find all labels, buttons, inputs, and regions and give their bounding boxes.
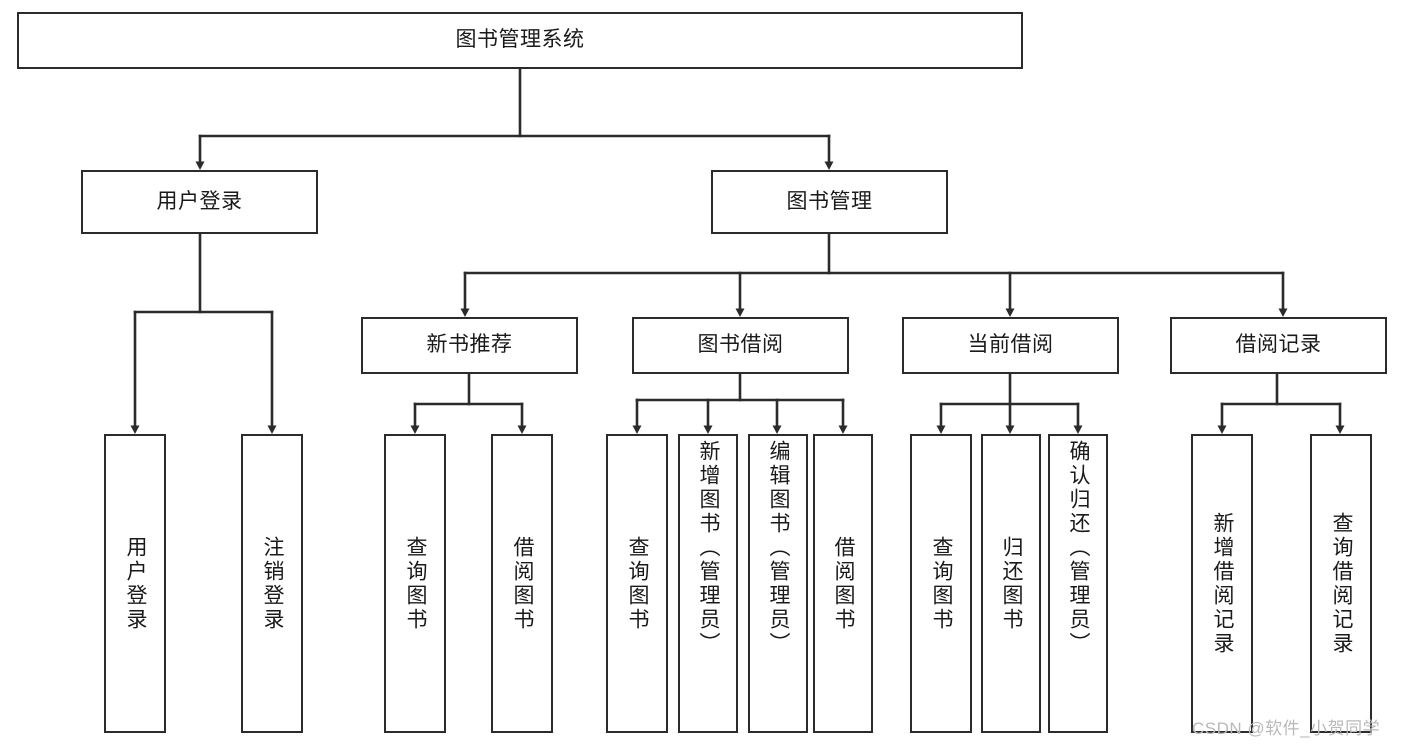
node-label-leaf-edit-book: 编辑图书（管理员）	[767, 440, 791, 656]
node-leaf-add-record[interactable]: 新增借阅记录	[1191, 434, 1253, 733]
node-label-root: 图书管理系统	[455, 28, 585, 52]
node-label-leaf-return-book: 归还图书	[1000, 535, 1024, 632]
node-label-leaf-borrow-book-1: 借阅图书	[511, 535, 535, 632]
node-label-leaf-add-record: 新增借阅记录	[1211, 511, 1235, 656]
node-leaf-query-record[interactable]: 查询借阅记录	[1310, 434, 1372, 733]
node-label-new-book-recommend: 新书推荐	[426, 333, 513, 357]
node-root-book-management-system[interactable]: 图书管理系统	[17, 12, 1023, 69]
node-leaf-query-book-2[interactable]: 查询图书	[606, 434, 668, 733]
node-label-leaf-query-book-3: 查询图书	[930, 535, 954, 632]
node-book-borrow[interactable]: 图书借阅	[632, 317, 849, 374]
node-label-current-borrow: 当前借阅	[967, 333, 1054, 357]
node-label-leaf-query-record: 查询借阅记录	[1330, 511, 1354, 656]
node-leaf-query-book-3[interactable]: 查询图书	[910, 434, 972, 733]
node-label-leaf-add-book: 新增图书（管理员）	[697, 440, 721, 656]
node-leaf-add-book[interactable]: 新增图书（管理员）	[678, 434, 738, 733]
node-leaf-user-login[interactable]: 用户登录	[104, 434, 166, 733]
node-label-leaf-query-book-1: 查询图书	[404, 535, 428, 632]
node-label-borrow-record: 借阅记录	[1235, 333, 1322, 357]
node-current-borrow[interactable]: 当前借阅	[902, 317, 1119, 374]
node-book-management[interactable]: 图书管理	[711, 170, 948, 234]
node-leaf-edit-book[interactable]: 编辑图书（管理员）	[748, 434, 808, 733]
node-label-leaf-query-book-2: 查询图书	[626, 535, 650, 632]
node-label-leaf-confirm-return: 确认归还（管理员）	[1067, 440, 1091, 656]
node-label-book-borrow: 图书借阅	[697, 333, 784, 357]
node-user-login[interactable]: 用户登录	[81, 170, 318, 234]
node-label-leaf-logout-login: 注销登录	[261, 535, 285, 632]
node-label-user-login: 用户登录	[156, 189, 243, 213]
node-leaf-logout-login[interactable]: 注销登录	[241, 434, 303, 733]
node-borrow-record[interactable]: 借阅记录	[1170, 317, 1387, 374]
node-label-book-management: 图书管理	[786, 189, 873, 213]
node-label-leaf-user-login: 用户登录	[124, 535, 148, 632]
node-leaf-borrow-book-2[interactable]: 借阅图书	[813, 434, 873, 733]
node-leaf-query-book-1[interactable]: 查询图书	[384, 434, 446, 733]
node-leaf-return-book[interactable]: 归还图书	[981, 434, 1041, 733]
node-leaf-confirm-return[interactable]: 确认归还（管理员）	[1048, 434, 1108, 733]
node-label-leaf-borrow-book-2: 借阅图书	[832, 535, 856, 632]
node-leaf-borrow-book-1[interactable]: 借阅图书	[491, 434, 553, 733]
node-new-book-recommend[interactable]: 新书推荐	[361, 317, 578, 374]
